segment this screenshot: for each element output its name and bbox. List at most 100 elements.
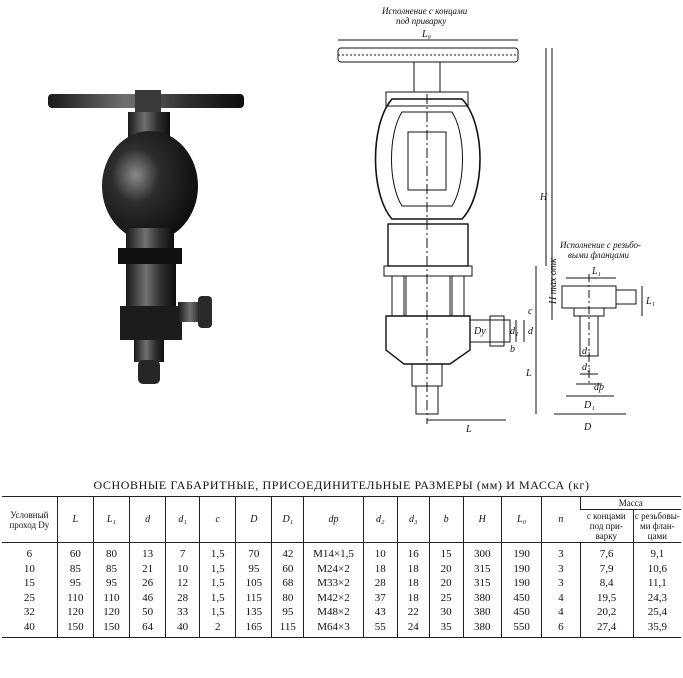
header-d2: d₂ [362, 496, 398, 543]
table-cell: 35,9 [632, 619, 681, 638]
table-cell: 550 [500, 619, 542, 638]
table-title: ОСНОВНЫЕ ГАБАРИТНЫЕ, ПРИСОЕДИНИТЕЛЬНЫЕ Р… [93, 478, 590, 492]
table-cell: 18 [396, 590, 430, 605]
header-dp: dр [303, 496, 364, 543]
table-cell: 190 [500, 576, 542, 591]
table-cell: 13 [128, 542, 166, 562]
table-cell: 380 [462, 605, 502, 620]
table-cell: 95 [92, 576, 130, 591]
table-subheader-row: с концами под при-варку с резьбовы-ми фл… [2, 509, 681, 543]
dim-label-d1: d₁ [510, 326, 518, 337]
dim-label-d3: d₃ [582, 346, 591, 357]
table-cell: M33×2 [303, 576, 364, 591]
table-cell: 315 [462, 576, 502, 591]
table-cell: 10 [362, 542, 398, 562]
table-cell: 27,4 [579, 619, 634, 638]
table-cell: 15 [23, 577, 35, 590]
table-cell: M24×2 [303, 561, 364, 576]
weld-variant-label-line2: под приварку [396, 16, 446, 26]
dim-label-d2: d₂ [582, 362, 591, 373]
table-cell: 60 [271, 561, 304, 576]
dim-label-L1: L₁ [591, 266, 601, 277]
table-cell: M64×3 [303, 619, 364, 638]
table-cell: 24,3 [632, 590, 681, 605]
table-cell: 30 [428, 605, 464, 620]
table-cell: 7,9 [579, 561, 634, 576]
dimensions-table: Условный проход Dу L L₁ d d₁ c D D₁ dр d… [2, 496, 681, 638]
table-cell: 3 [541, 561, 580, 576]
header-d3: d₃ [396, 496, 430, 543]
header-n: n [541, 496, 580, 543]
table-cell: 95 [235, 561, 272, 576]
table-cell: 55 [362, 619, 398, 638]
table-cell: 150 [56, 619, 94, 638]
table-cell: 110 [92, 590, 130, 605]
table-cell: 28 [362, 576, 398, 591]
table-cell: 42 [271, 542, 304, 562]
table-cell: 18 [396, 576, 430, 591]
table-cell: 165 [235, 619, 272, 638]
table-cell: 68 [271, 576, 304, 591]
table-cell: M42×2 [303, 590, 364, 605]
dim-label-L1-side: L₁ [645, 296, 655, 307]
table-cell: M14×1,5 [303, 542, 364, 562]
table-cell: 80 [271, 590, 304, 605]
table-cell: 21 [128, 561, 166, 576]
table-cell: 80 [92, 542, 130, 562]
table-header-row: Условный проход Dу L L₁ d d₁ c D D₁ dр d… [2, 496, 681, 543]
table-cell: 315 [462, 561, 502, 576]
table-cell: 2 [199, 619, 236, 638]
table-cell: 50 [128, 605, 166, 620]
table-cell: 3 [541, 576, 580, 591]
header-d: d [128, 496, 166, 543]
table-cell: 85 [56, 561, 94, 576]
table-cell: 380 [462, 590, 502, 605]
table-cell: 18 [396, 561, 430, 576]
table-cell: 26 [128, 576, 166, 591]
valve-technical-drawing: Исполнение с концами под приварку Исполн… [337, 6, 655, 434]
table-cell: 1,5 [199, 561, 236, 576]
table-cell: 1,5 [199, 605, 236, 620]
table-cell: 1,5 [199, 590, 236, 605]
table-cell: 10 [165, 561, 200, 576]
table-cell: 6 [541, 619, 580, 638]
table-cell: 95 [56, 576, 94, 591]
table-cell: 37 [362, 590, 398, 605]
dim-label-d: d [528, 326, 534, 337]
table-cell: 1,5 [199, 542, 236, 562]
table-cell: 25,4 [632, 605, 681, 620]
table-cell: 135 [235, 605, 272, 620]
table-cell: 12 [165, 576, 200, 591]
table-cell: 115 [235, 590, 272, 605]
table-cell: M48×2 [303, 605, 364, 620]
table-cell: 40 [2, 619, 58, 638]
header-c: c [199, 496, 236, 543]
table-cell: 15 [428, 542, 464, 562]
table-cell: 28 [165, 590, 200, 605]
table-cell: 11,1 [632, 576, 681, 591]
table-cell: 33 [165, 605, 200, 620]
table-cell: 70 [235, 542, 272, 562]
table-cell: 4 [541, 590, 580, 605]
header-d1: d₁ [165, 496, 200, 543]
table-cell: 450 [500, 605, 542, 620]
header-L0: L₀ [500, 496, 542, 543]
table-cell: 20 [428, 576, 464, 591]
table-cell: 105 [235, 576, 272, 591]
table-cell: 24 [396, 619, 430, 638]
header-mass-weld: с концами под при-варку [580, 509, 634, 543]
table-cell: 60 [56, 542, 94, 562]
table-cell: 6 [26, 548, 33, 561]
table-cell: 190 [500, 542, 542, 562]
table-cell: 8,4 [579, 576, 634, 591]
table-cell: 85 [92, 561, 130, 576]
header-D: D [235, 496, 272, 543]
dim-label-D1: D₁ [583, 400, 595, 411]
